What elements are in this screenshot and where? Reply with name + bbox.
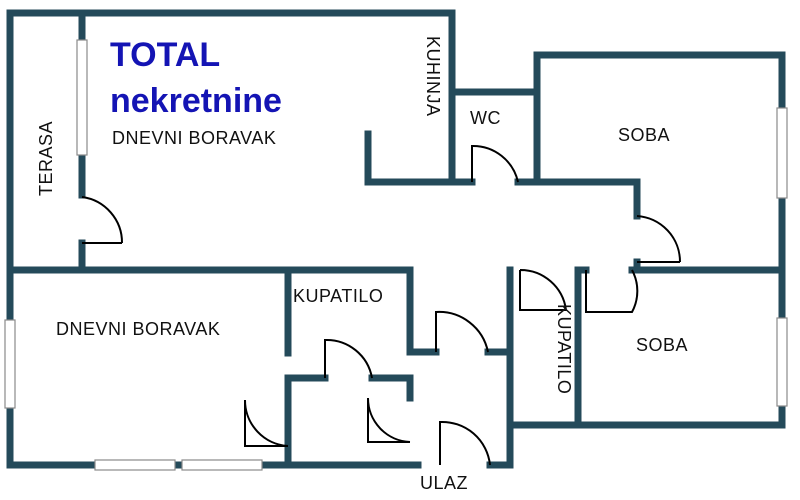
label-soba-upper: SOBA [618,125,670,145]
label-kuhinja: KUHINJA [423,36,443,117]
door-soba-lower [585,269,639,313]
label-kupatilo-right: KUPATILO [554,304,574,394]
wall-soba-upper-divider [633,258,786,274]
window-terasa [76,39,88,156]
wall-middle-horizontal [6,266,414,356]
door-soba-upper [636,215,682,263]
wall-top-left [6,9,456,186]
window-soba-lower [776,317,788,407]
door-terasa [81,196,124,244]
window-bottom-1 [94,459,176,471]
wall-wc-top [448,88,541,186]
window-bottom-2 [181,459,263,471]
wall-kupatilo-left-bottom-right [368,374,414,402]
label-soba-lower: SOBA [636,335,688,355]
brand-line1: TOTAL [110,36,220,74]
window-soba-upper [776,107,788,199]
door-closet-right [366,397,411,443]
wall-kuhinja-left [364,130,456,186]
walls [6,9,786,469]
label-wc: WC [470,108,501,128]
wall-wc-bottom-right [514,178,641,220]
brand-line2: nekretnine [110,82,282,120]
door-entrance [439,420,491,466]
label-dnevni-boravak-upper: DNEVNI BORAVAK [112,128,276,148]
wall-bottom-right [486,51,786,469]
door-kupatilo-right [519,268,568,311]
door-kupatilo-left [324,338,373,379]
door-wc [471,144,519,183]
windows [4,39,788,471]
label-ulaz: ULAZ [420,473,468,493]
label-kupatilo-left: KUPATILO [293,286,383,306]
door-hall [435,310,489,353]
label-terasa: TERASA [36,121,56,196]
door-closet-left [243,399,289,447]
window-living-lower [4,319,16,409]
doors [81,144,682,466]
label-dnevni-boravak-lower: DNEVNI BORAVAK [56,319,220,339]
